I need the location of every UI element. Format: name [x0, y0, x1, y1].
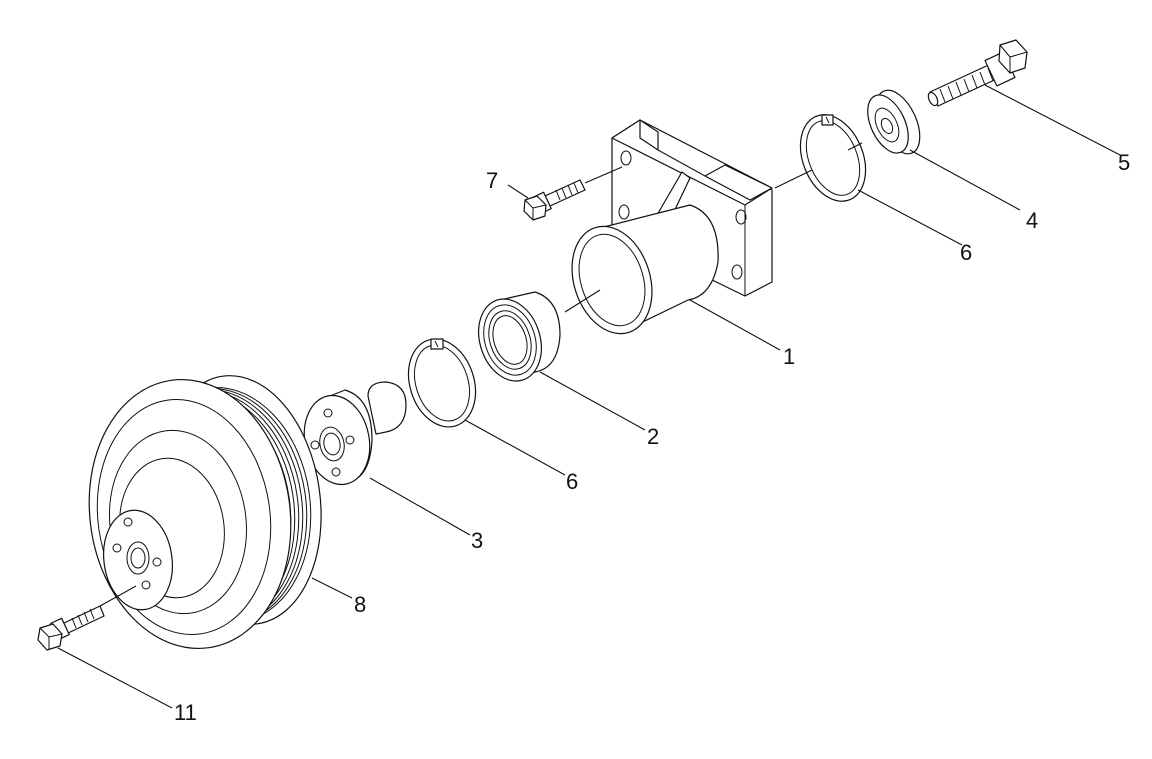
callout-labels: 5 4 6 1 2 6 3 8 11 7 — [174, 150, 1130, 725]
callout-5: 5 — [1118, 150, 1130, 175]
flange-bolt — [523, 179, 586, 221]
shaft-hub — [303, 381, 407, 486]
callout-1: 1 — [783, 344, 795, 369]
snap-ring-left — [407, 338, 477, 428]
bearing — [478, 291, 561, 382]
callout-4: 4 — [1026, 208, 1038, 233]
pulley-bolt — [37, 605, 105, 651]
end-washer — [867, 89, 921, 155]
callout-7: 7 — [486, 168, 498, 193]
bearing-housing — [571, 119, 773, 335]
callout-6-left: 6 — [566, 469, 578, 494]
callout-8: 8 — [354, 592, 366, 617]
pulley — [88, 375, 322, 650]
callout-11: 11 — [174, 700, 197, 725]
callout-2: 2 — [647, 424, 659, 449]
callout-3: 3 — [471, 528, 483, 553]
callout-leaders — [57, 84, 1121, 709]
long-bolt — [927, 39, 1028, 107]
snap-ring-right — [799, 114, 867, 202]
alignment-lines — [99, 142, 863, 607]
callout-6-right: 6 — [960, 240, 972, 265]
